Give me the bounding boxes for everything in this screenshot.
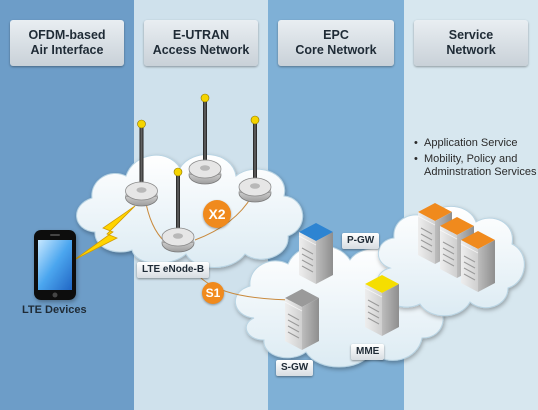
header-service-network: Service Network	[414, 20, 528, 66]
header-core-network: EPC Core Network	[278, 20, 394, 66]
header-air-interface-line1: OFDM-based	[28, 28, 106, 42]
mobile-phone-icon	[34, 230, 76, 300]
service-list: Application Service Mobility, Policy and…	[414, 137, 538, 182]
column-service-network	[404, 0, 538, 410]
header-service-network-line2: Network	[446, 43, 496, 57]
header-access-network-line2: Access Network	[152, 43, 250, 57]
radio-tower-icon	[238, 115, 272, 203]
radio-tower-icon	[125, 119, 158, 207]
radio-tower-icon	[161, 167, 195, 253]
header-air-interface: OFDM-based Air Interface	[10, 20, 124, 66]
header-access-network-line1: E-UTRAN	[172, 28, 230, 42]
x2-interface-badge: X2	[203, 200, 231, 228]
pgw-label: P-GW	[342, 233, 380, 249]
radio-tower-icon	[188, 93, 222, 185]
service-item: Mobility, Policy and Adminstration Servi…	[414, 153, 538, 179]
server-icon	[284, 288, 320, 351]
enodeb-label: LTE eNode-B	[137, 262, 210, 278]
header-air-interface-line2: Air Interface	[30, 43, 104, 57]
service-item: Application Service	[414, 137, 538, 150]
server-icon	[460, 230, 496, 293]
s1-interface-badge: S1	[202, 282, 224, 304]
server-icon	[298, 222, 334, 285]
sgw-label: S-GW	[276, 360, 314, 376]
header-core-network-line1: EPC	[323, 28, 349, 42]
header-service-network-line1: Service	[448, 28, 494, 42]
mme-label: MME	[351, 344, 385, 360]
server-icon	[364, 274, 400, 337]
header-core-network-line2: Core Network	[295, 43, 377, 57]
header-access-network: E-UTRAN Access Network	[144, 20, 258, 66]
lte-devices-label: LTE Devices	[22, 304, 87, 316]
